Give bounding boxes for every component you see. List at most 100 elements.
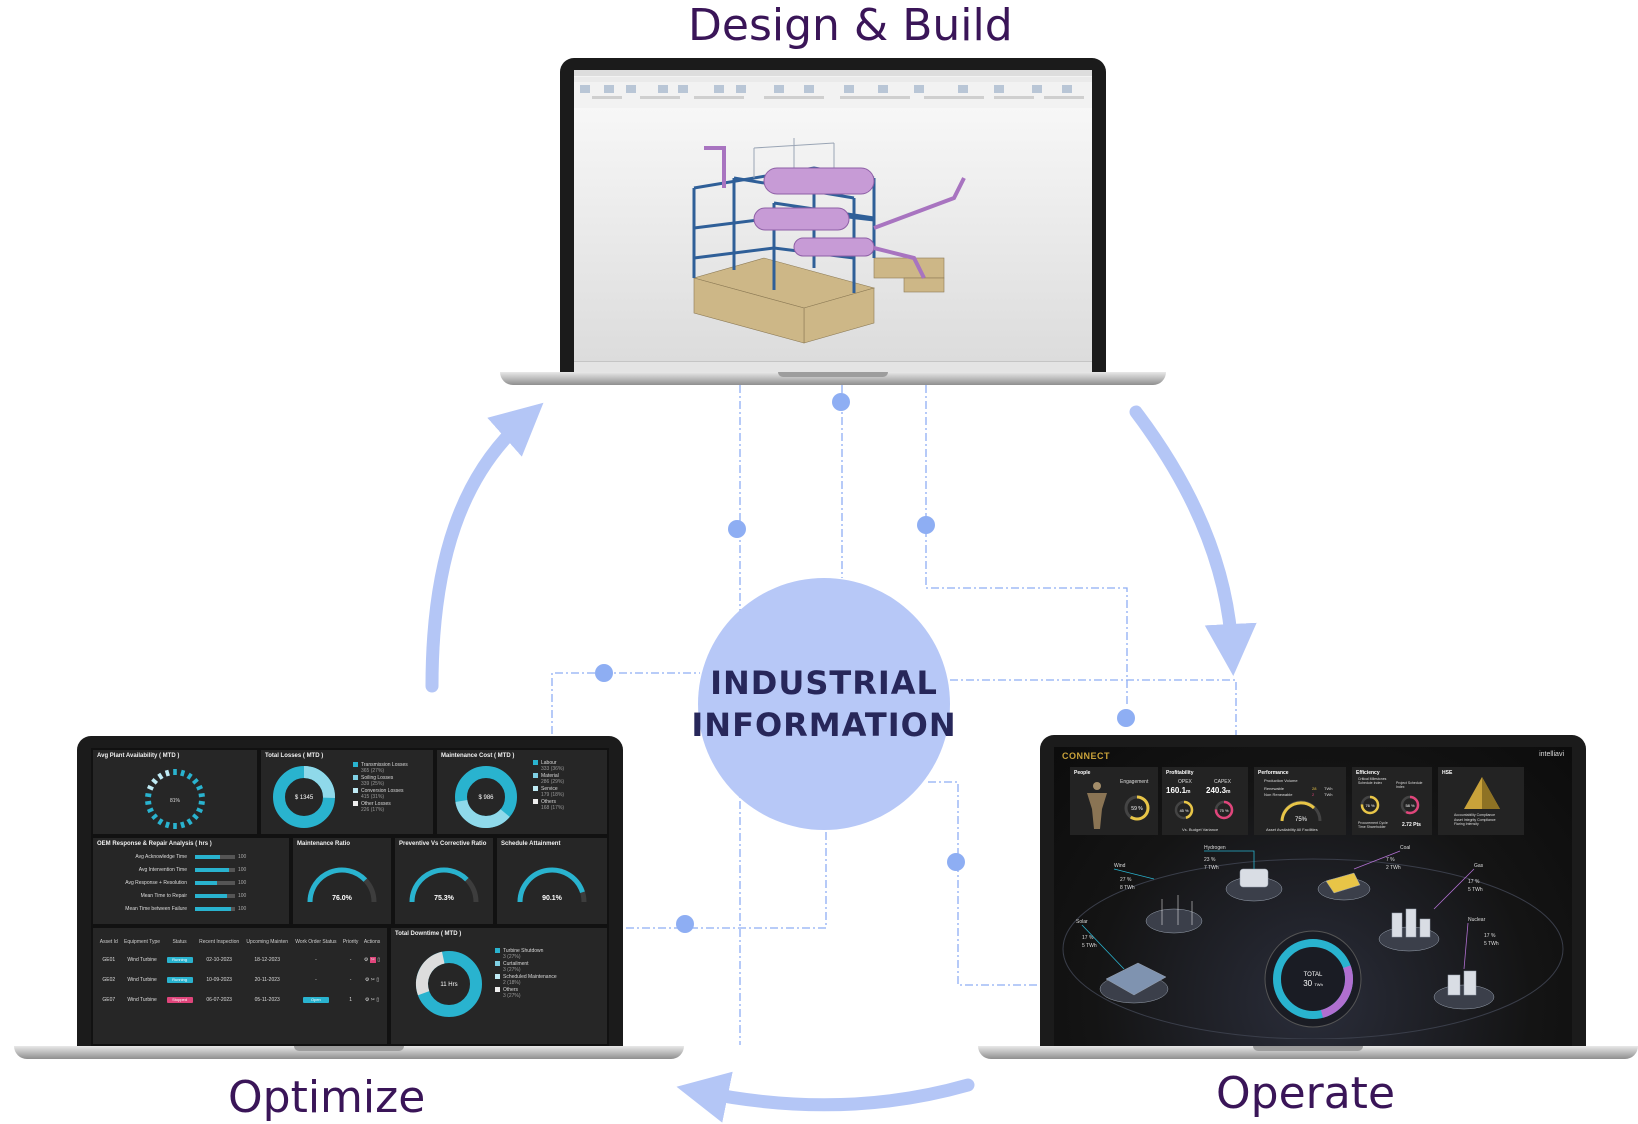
- oem-bar-fill: [195, 854, 220, 859]
- availability-tick: [196, 807, 204, 814]
- performance-gauge-value: 75%: [1295, 817, 1308, 823]
- wind-label: Wind: [1114, 863, 1126, 869]
- cell: Running: [164, 970, 196, 990]
- gas-label: Gas: [1474, 863, 1484, 869]
- cell: 1: [349, 997, 353, 1003]
- prev-corr-value: 75.3%: [434, 895, 455, 902]
- status-badge: Running: [166, 957, 193, 963]
- table-row[interactable]: GE01 Wind Turbine Running 02-10-2023 18-…: [97, 950, 383, 970]
- actions-cell: ⚙ ✂ ▯: [361, 950, 383, 970]
- hydrogen-val: 7 TWh: [1204, 865, 1219, 871]
- cad-3d-viewport[interactable]: [574, 108, 1092, 362]
- nuclear-val: 5 TWh: [1484, 941, 1499, 947]
- efficiency-label-a: Critical Milestones Schedule Index: [1358, 777, 1387, 785]
- opex-label: OPEX: [1178, 779, 1192, 785]
- availability-tick: [180, 821, 186, 829]
- hub-line-2: INFORMATION: [691, 706, 957, 744]
- optimize-dashboard: Avg Plant Availability ( MTD ) 81% Total…: [91, 748, 609, 1046]
- oem-bar-label: Avg Intervention Time: [138, 866, 187, 873]
- hse-item: Asset Integrity Compliance: [1454, 817, 1496, 822]
- availability-tick: [145, 800, 152, 806]
- cell: Open: [292, 990, 341, 1010]
- design-laptop-base: [500, 372, 1166, 385]
- hse-list: Accountability Compliance Asset Integrit…: [1454, 813, 1496, 827]
- profitability-footnote: Vs. Budget Variance: [1182, 827, 1219, 832]
- actions-cell: ⚙ ✂ ▯: [361, 970, 383, 990]
- efficiency-value-c: 2.72 Pts: [1402, 822, 1421, 828]
- maint-ratio-title: Maintenance Ratio: [297, 841, 351, 847]
- settings-icon[interactable]: ⚙: [364, 977, 370, 983]
- document-icon[interactable]: ▯: [376, 977, 380, 983]
- losses-title: Total Losses ( MTD ): [265, 753, 324, 759]
- asset-table: Asset Id Equipment Type Status Recent In…: [97, 934, 383, 1010]
- share-icon[interactable]: ✂: [369, 957, 376, 963]
- card-efficiency: Efficiency Critical Milestones Schedule …: [1352, 767, 1432, 835]
- share-icon[interactable]: ✂: [370, 997, 375, 1003]
- person-figure-icon: [1087, 782, 1107, 829]
- cell: -: [349, 957, 352, 963]
- hydrogen-label: Hydrogen: [1204, 845, 1226, 851]
- cell: Wind Turbine: [127, 977, 157, 983]
- oem-bar-track: [195, 893, 235, 898]
- cad-application: [574, 70, 1092, 372]
- gauge-fill: [409, 867, 469, 903]
- optimize-title: Optimize: [228, 1072, 426, 1123]
- availability-value: 81%: [170, 798, 181, 804]
- gas-val: 5 TWh: [1468, 887, 1483, 893]
- arrow-optimize-to-design: [425, 402, 544, 693]
- optimize-laptop-base: [14, 1046, 684, 1059]
- hse-item: Flaring Intensity: [1454, 822, 1479, 826]
- optimize-laptop-screen: Avg Plant Availability ( MTD ) 81% Total…: [77, 736, 623, 1046]
- availability-tick: [146, 784, 154, 791]
- status-badge: Running: [166, 977, 193, 983]
- col-header: Priority: [342, 939, 359, 945]
- solar-val: 5 TWh: [1082, 943, 1097, 949]
- availability-title: Avg Plant Availability ( MTD ): [97, 753, 180, 759]
- oem-bar-track: [195, 906, 235, 911]
- actions-cell: ⚙ ✂ ▯: [361, 990, 383, 1010]
- document-icon[interactable]: ▯: [376, 997, 380, 1003]
- wind-val: 8 TWh: [1120, 885, 1135, 891]
- downtime-title: Total Downtime ( MTD ): [395, 931, 462, 937]
- share-icon[interactable]: ✂: [370, 977, 375, 983]
- document-icon[interactable]: ▯: [377, 957, 381, 963]
- hydrogen-pct: 23 %: [1204, 857, 1216, 863]
- settings-icon[interactable]: ⚙: [364, 997, 370, 1003]
- cell: Stopped: [164, 990, 196, 1010]
- col-header: Upcoming Mainten: [246, 939, 289, 945]
- profitability-gauges: 45 % 75 %: [1174, 800, 1234, 820]
- table-row[interactable]: GE07 Wind Turbine Stopped 06-07-2023 05-…: [97, 990, 383, 1010]
- plant-3d-model: [692, 138, 966, 344]
- maint-ratio-value: 76.0%: [332, 895, 353, 902]
- cell: GE07: [102, 997, 116, 1003]
- design-build-title: Design & Build: [688, 0, 1013, 51]
- downtime-center: 11 Hrs: [440, 982, 457, 988]
- losses-center: $ 1345: [295, 795, 314, 801]
- col-header: Recent Inspection: [199, 939, 240, 945]
- oem-bar-label: Mean Time to Repair: [140, 892, 187, 899]
- total-label: TOTAL: [1304, 972, 1323, 978]
- cad-ribbon-toolbar[interactable]: [574, 70, 1092, 109]
- coal-val: 2 TWh: [1386, 865, 1401, 871]
- cell: 18-12-2023: [254, 957, 280, 963]
- oem-title: OEM Response & Repair Analysis ( hrs ): [97, 841, 212, 847]
- table-row[interactable]: GE02 Wind Turbine Running 10-09-2023 20-…: [97, 970, 383, 990]
- maint-cost-title: Maintenance Cost ( MTD ): [441, 753, 515, 759]
- col-header: Work Order Status: [295, 939, 337, 945]
- availability-tick: [191, 777, 199, 785]
- maint-cost-donut: $ 986: [455, 766, 517, 828]
- arrow-design-to-operate: [1129, 405, 1257, 676]
- cell: GE01: [102, 957, 116, 963]
- availability-gauge: 81%: [145, 769, 205, 829]
- oem-bar-max: 100: [238, 879, 247, 886]
- settings-icon[interactable]: ⚙: [363, 957, 369, 963]
